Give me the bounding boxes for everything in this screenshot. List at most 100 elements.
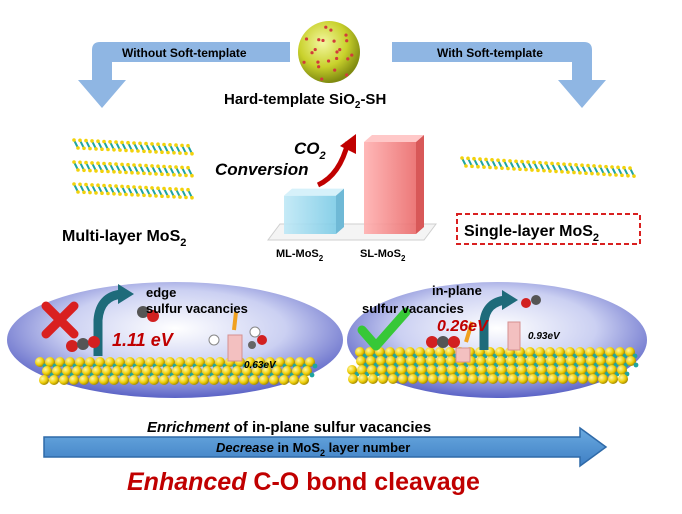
sphere-dot (310, 51, 314, 55)
sulfur-atom (96, 183, 100, 187)
sulfur-atom (186, 165, 190, 170)
sulfur-atom (605, 347, 615, 357)
sulfur-atom (436, 356, 446, 366)
sulfur-atom (518, 167, 522, 172)
sulfur-atom (78, 138, 82, 143)
sulfur-atom (150, 164, 154, 168)
sulfur-atom (108, 184, 112, 188)
sulfur-atom (136, 193, 140, 197)
orange-dash-right (464, 321, 474, 343)
conversion-arrow (316, 141, 351, 188)
sulfur-atom (88, 146, 92, 151)
sulfur-atom (608, 172, 612, 177)
sulfur-atom (448, 374, 458, 384)
sulfur-atom (472, 156, 476, 161)
check-icon (357, 307, 411, 351)
sulfur-atom (548, 374, 558, 384)
sulfur-atom (494, 166, 498, 170)
right-curved-arrow: With Soft-template (392, 42, 606, 108)
small-barrier-bar-left (227, 334, 243, 362)
sulfur-atom (172, 195, 176, 199)
sulfur-atom (526, 160, 530, 164)
sphere-dot (345, 39, 349, 43)
sulfur-atom (168, 143, 172, 147)
sulfur-atom (186, 143, 190, 148)
sulfur-atom (96, 139, 100, 143)
sulfur-atom (215, 357, 225, 367)
sulfur-atom (150, 186, 154, 190)
sulfur-atom (560, 169, 564, 174)
sulfur-atom (596, 172, 600, 176)
sulfur-atom (144, 185, 148, 190)
sulfur-atom (156, 142, 160, 146)
sulfur-atom (190, 151, 194, 156)
sulfur-atom (172, 366, 182, 376)
sulfur-atom (528, 374, 538, 384)
sulfur-atom (242, 366, 252, 376)
sphere-dot (350, 53, 354, 57)
sulfur-atom (180, 165, 184, 170)
sulfur-atom (526, 356, 536, 366)
sulfur-atom (428, 374, 438, 384)
sulfur-atom (45, 357, 55, 367)
mo-atom (312, 363, 318, 369)
sulfur-atom (186, 187, 190, 192)
sulfur-atom (366, 356, 376, 366)
sulfur-atom (148, 149, 152, 154)
sulfur-atom (136, 171, 140, 175)
sulfur-atom (628, 166, 632, 170)
sulfur-atom (136, 149, 140, 153)
sulfur-atom (59, 375, 69, 385)
sulfur-atom (418, 374, 428, 384)
sulfur-atom (144, 163, 148, 168)
sulfur-atom (427, 365, 437, 375)
sulfur-atom (576, 356, 586, 366)
sulfur-atom (484, 157, 488, 162)
sulfur-atom (538, 160, 542, 165)
bar-top-face (284, 188, 344, 196)
sulfur-atom (120, 184, 124, 189)
sulfur-atom (565, 347, 575, 357)
enhanced-text: Enhanced C-O bond cleavage (127, 468, 480, 496)
sulfur-atom (105, 357, 115, 367)
sulfur-atom (514, 159, 518, 164)
sulfur-atom (84, 138, 88, 143)
sulfur-atom (124, 170, 128, 175)
sulfur-atom (130, 192, 134, 197)
sulfur-atom (299, 375, 309, 385)
sulfur-atom (219, 375, 229, 385)
sulfur-atom (139, 375, 149, 385)
h-atoms-left (208, 326, 267, 349)
sulfur-atom (598, 374, 608, 384)
sulfur-atom (120, 162, 124, 167)
sulfur-atom (488, 374, 498, 384)
sulfur-atom (94, 169, 98, 173)
bar-ml-mos2 (284, 195, 336, 234)
sphere-dot (324, 25, 328, 29)
sulfur-atom (585, 347, 595, 357)
sulfur-atom (537, 365, 547, 375)
sulfur-atom (124, 192, 128, 197)
sulfur-atom (457, 365, 467, 375)
sphere-dot (316, 60, 320, 64)
sulfur-atom (154, 194, 158, 198)
sphere-dot (304, 37, 309, 41)
right-energy-barrier: 0.26eV (437, 318, 489, 335)
sulfur-atom (245, 357, 255, 367)
sulfur-atom (550, 161, 554, 166)
sulfur-atom (477, 365, 487, 375)
left-small-energy: 0.63eV (244, 360, 277, 371)
co-molecule-left (137, 306, 159, 322)
sulfur-atom (498, 374, 508, 384)
sulfur-atom (265, 357, 275, 367)
sulfur-atom (88, 168, 92, 173)
right-mos2-surface (347, 347, 639, 384)
sulfur-atom (546, 356, 556, 366)
sulfur-atom (162, 186, 166, 191)
sulfur-atom (580, 163, 584, 167)
left-energy-barrier: 1.11 eV (112, 330, 175, 350)
sulfur-atom (85, 357, 95, 367)
sulfur-atom (396, 356, 406, 366)
sulfur-atom (138, 163, 142, 168)
sulfur-atom (122, 366, 132, 376)
